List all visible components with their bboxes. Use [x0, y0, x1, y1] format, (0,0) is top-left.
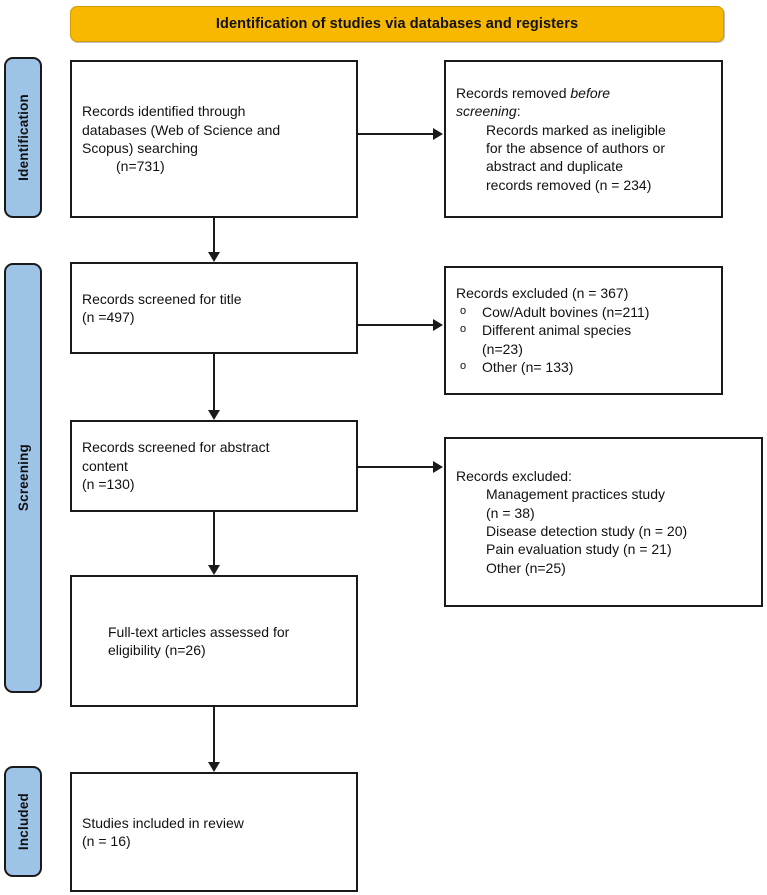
- header-banner: Identification of studies via databases …: [70, 6, 724, 42]
- list-item: o Cow/Adult bovines (n=211): [456, 303, 711, 321]
- records-excluded-abstract-line-2: (n = 38): [486, 504, 535, 521]
- stage-label-included-text: Included: [15, 792, 31, 851]
- fulltext-line-1: Full-text articles assessed for: [108, 623, 290, 640]
- box-records-excluded-title: Records excluded (n = 367) o Cow/Adult b…: [444, 266, 723, 395]
- connector-screened-title-to-screened-abstract: [213, 354, 215, 410]
- bullet-spacer: [456, 340, 482, 358]
- records-identified-line-2: databases (Web of Science and: [82, 121, 281, 138]
- records-removed-heading-italic-2: screening: [456, 103, 517, 120]
- records-removed-line-6: records removed (n = 234): [486, 176, 652, 193]
- records-excluded-abstract-line-1: Management practices study: [486, 486, 665, 503]
- records-excluded-title-item-2-count: (n=23): [482, 340, 523, 357]
- box-records-excluded-abstract: Records excluded: Management practices s…: [444, 437, 763, 607]
- records-excluded-title-item-1: Cow/Adult bovines (n=211): [482, 303, 650, 320]
- box-fulltext-assessed: Full-text articles assessed for eligibil…: [70, 575, 358, 707]
- list-item: o Different animal species: [456, 321, 711, 339]
- arrowhead-down-icon: [208, 410, 220, 420]
- box-records-identified: Records identified through databases (We…: [70, 60, 358, 218]
- records-removed-line-3: Records marked as ineligible: [486, 121, 666, 138]
- records-removed-heading-line-2: screening:: [456, 102, 711, 120]
- stage-label-screening-text: Screening: [15, 444, 31, 512]
- records-excluded-title-item-2: Different animal species: [482, 322, 632, 339]
- records-excluded-abstract-line-3: Disease detection study (n = 20): [486, 523, 688, 539]
- connector-screened-abstract-to-fulltext: [213, 512, 215, 565]
- records-excluded-abstract-heading: Records excluded:: [456, 467, 572, 484]
- box-records-identified-body: Records identified through databases (We…: [72, 102, 356, 176]
- records-removed-line-4: for the absence of authors or: [486, 140, 665, 156]
- arrowhead-down-icon: [208, 762, 220, 772]
- connector-identified-to-removed: [358, 133, 436, 135]
- records-screened-abstract-line-1: Records screened for abstract: [82, 439, 270, 456]
- box-records-removed: Records removed before screening: Record…: [444, 60, 723, 218]
- box-records-excluded-abstract-body: Records excluded: Management practices s…: [446, 467, 761, 578]
- records-identified-line-3: Scopus) searching: [82, 140, 198, 156]
- box-studies-included: Studies included in review (n = 16): [70, 772, 358, 892]
- records-identified-count: (n=731): [116, 158, 165, 175]
- list-item-continuation: (n=23): [456, 340, 711, 358]
- connector-screened-abstract-to-excluded-abstract: [358, 466, 436, 468]
- records-excluded-title-item-3: Other (n= 133): [482, 359, 574, 376]
- fulltext-line-2: eligibility (n=26): [108, 642, 206, 658]
- records-excluded-abstract-line-5: Other (n=25): [486, 559, 566, 576]
- studies-included-count: (n = 16): [82, 833, 131, 849]
- circle-bullet-icon: o: [460, 323, 467, 336]
- records-screened-title-line-1: Records screened for title: [82, 290, 242, 307]
- box-records-screened-title: Records screened for title (n =497): [70, 262, 358, 354]
- records-identified-line-1: Records identified through: [82, 103, 246, 120]
- records-removed-heading-italic-1: before: [570, 84, 611, 101]
- connector-identified-to-screened-title: [213, 218, 215, 252]
- records-screened-abstract-count: (n =130): [82, 476, 135, 493]
- box-studies-included-body: Studies included in review (n = 16): [72, 814, 356, 851]
- records-removed-heading-line-1: Records removed before: [456, 84, 711, 102]
- records-removed-line-5: abstract and duplicate: [486, 158, 623, 175]
- arrowhead-down-icon: [208, 565, 220, 575]
- stage-label-identification: Identification: [4, 57, 42, 218]
- stage-label-identification-text: Identification: [15, 94, 31, 181]
- header-banner-title: Identification of studies via databases …: [215, 16, 579, 32]
- box-records-excluded-title-body: Records excluded (n = 367) o Cow/Adult b…: [446, 284, 721, 376]
- connector-screened-title-to-excluded-title: [358, 324, 436, 326]
- arrowhead-down-icon: [208, 252, 220, 262]
- records-removed-heading-prefix: Records removed: [456, 84, 571, 101]
- box-records-screened-title-body: Records screened for title (n =497): [72, 290, 356, 327]
- records-screened-title-count: (n =497): [82, 309, 135, 325]
- connector-fulltext-to-included: [213, 707, 215, 762]
- circle-bullet-icon: o: [460, 360, 467, 373]
- records-screened-abstract-line-2: content: [82, 457, 128, 474]
- circle-bullet-icon: o: [460, 304, 467, 317]
- stage-label-included: Included: [4, 766, 42, 877]
- records-excluded-abstract-line-4: Pain evaluation study (n = 21): [486, 541, 672, 558]
- box-fulltext-assessed-body: Full-text articles assessed for eligibil…: [72, 623, 356, 660]
- arrowhead-right-icon: [433, 128, 443, 140]
- records-excluded-title-heading: Records excluded (n = 367): [456, 285, 629, 302]
- box-records-removed-body: Records removed before screening: Record…: [446, 84, 721, 195]
- arrowhead-right-icon: [433, 319, 443, 331]
- studies-included-line-1: Studies included in review: [82, 814, 244, 831]
- arrowhead-right-icon: [433, 461, 443, 473]
- list-item: o Other (n= 133): [456, 358, 711, 376]
- box-records-screened-abstract-body: Records screened for abstract content (n…: [72, 438, 356, 493]
- box-records-screened-abstract: Records screened for abstract content (n…: [70, 420, 358, 512]
- records-removed-heading-colon: :: [516, 103, 521, 120]
- stage-label-screening: Screening: [4, 263, 42, 693]
